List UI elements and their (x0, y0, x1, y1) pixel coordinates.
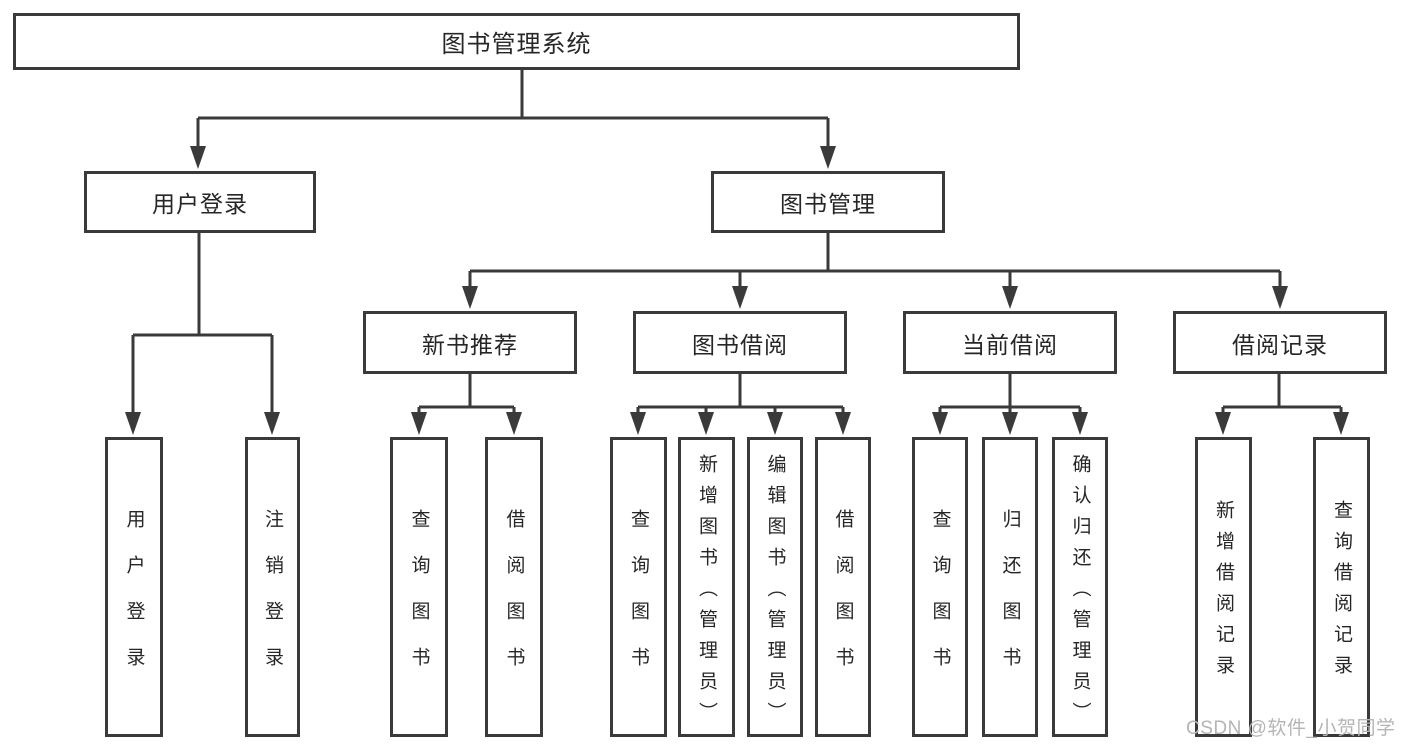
node-label: 当前借阅 (962, 331, 1058, 358)
leaf-label: 归还图书 (999, 508, 1021, 693)
node-library-management-system: 图书管理系统 (13, 13, 1020, 70)
leaf-add-borrow-record: 新增借阅记录 (1195, 437, 1252, 737)
csdn-watermark: CSDN @软件_小贺同学 (1186, 718, 1396, 739)
leaf-edit-book-admin: 编辑图书（管理员） (747, 437, 803, 737)
leaf-confirm-return-admin: 确认归还（管理员） (1052, 437, 1108, 737)
leaf-label: 新增图书（管理员） (696, 453, 717, 733)
node-book-borrow: 图书借阅 (633, 311, 847, 374)
leaf-label: 用户登录 (123, 508, 145, 693)
node-label: 借阅记录 (1232, 331, 1328, 358)
leaf-label: 查询图书 (628, 508, 649, 693)
node-borrow-records: 借阅记录 (1173, 311, 1387, 374)
leaf-query-books-current: 查询图书 (912, 437, 968, 737)
leaf-label: 查询图书 (408, 508, 430, 693)
node-label: 图书管理系统 (441, 31, 592, 58)
node-label: 用户登录 (152, 191, 248, 217)
leaf-borrow-books: 借阅图书 (815, 437, 871, 737)
leaf-label: 确认归还（管理员） (1069, 453, 1091, 733)
node-label: 图书管理 (780, 191, 876, 217)
node-label: 新书推荐 (422, 331, 518, 358)
node-new-book-recommend: 新书推荐 (363, 311, 577, 374)
leaf-add-book-admin: 新增图书（管理员） (678, 437, 735, 737)
leaf-label: 注销登录 (262, 508, 283, 693)
leaf-label: 新增借阅记录 (1213, 500, 1234, 686)
leaf-label: 编辑图书（管理员） (764, 453, 786, 733)
leaf-return-book: 归还图书 (982, 437, 1038, 737)
leaf-label: 查询借阅记录 (1331, 500, 1352, 686)
node-user-login: 用户登录 (84, 171, 316, 233)
leaf-query-borrow-record: 查询借阅记录 (1313, 437, 1370, 737)
leaf-label: 借阅图书 (503, 508, 525, 693)
leaf-logout: 注销登录 (245, 437, 300, 737)
leaf-label: 查询图书 (929, 508, 951, 693)
leaf-query-books-recommend: 查询图书 (390, 437, 448, 737)
node-book-management: 图书管理 (711, 171, 945, 233)
node-label: 图书借阅 (692, 331, 788, 358)
leaf-borrow-books-recommend: 借阅图书 (485, 437, 543, 737)
leaf-label: 借阅图书 (832, 508, 854, 693)
leaf-query-books-borrow: 查询图书 (610, 437, 667, 737)
node-current-borrow: 当前借阅 (903, 311, 1117, 374)
leaf-user-login: 用户登录 (105, 437, 163, 737)
